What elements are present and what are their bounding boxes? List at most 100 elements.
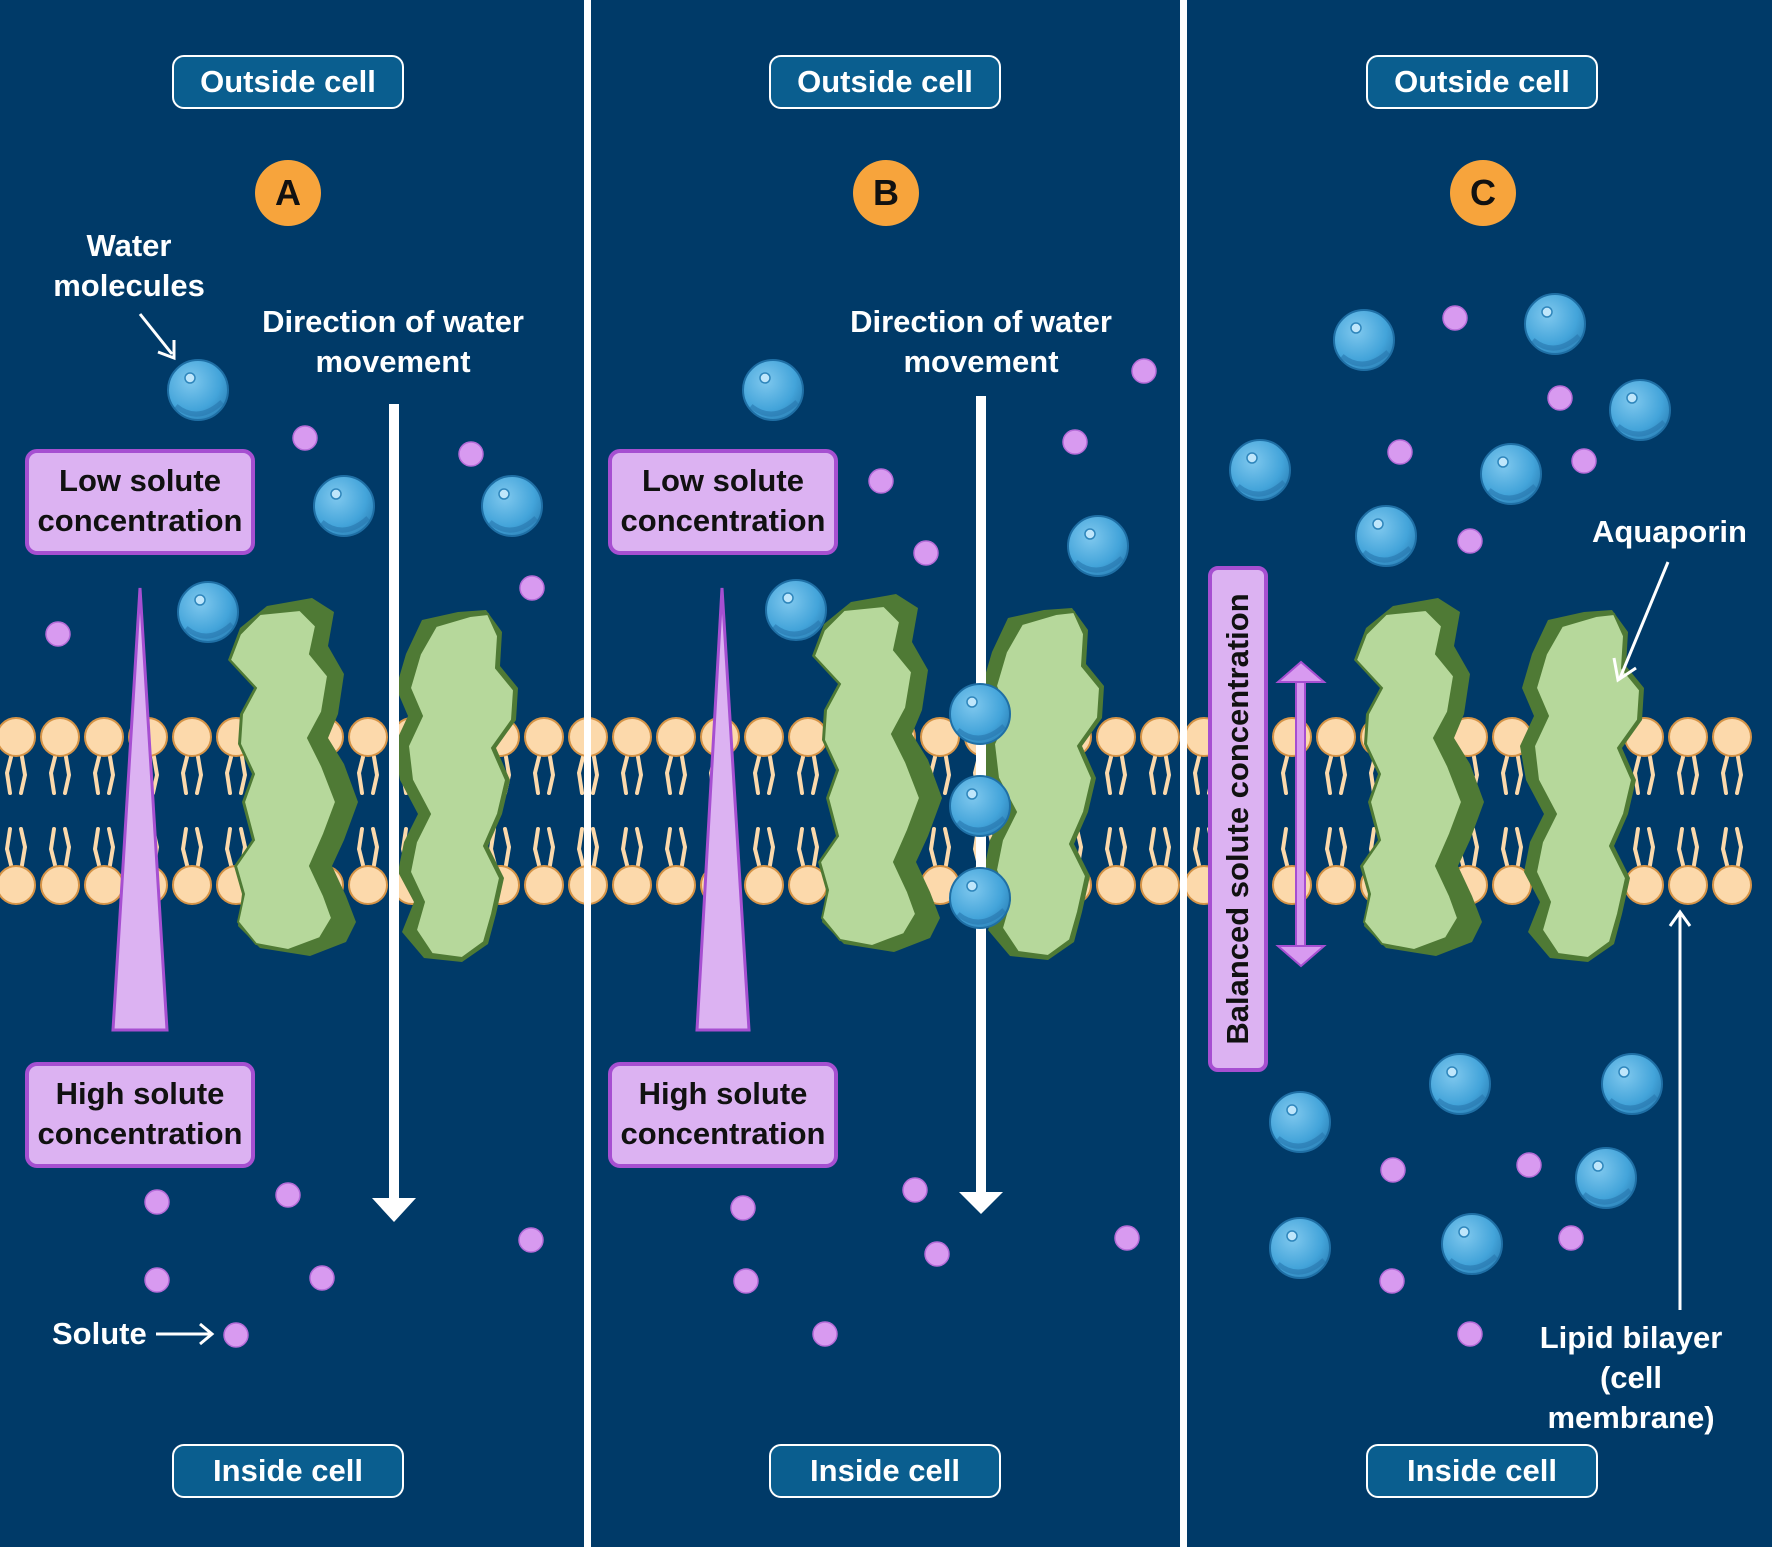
panel-badge-a: A: [255, 160, 321, 226]
solute-molecule: [1380, 1157, 1406, 1183]
lipid-head-top: [523, 716, 565, 795]
lipid-head-top: [1139, 716, 1181, 795]
lipid-head-bottom: [1095, 827, 1137, 906]
lipid-head-bottom: [83, 827, 125, 906]
concentration-gradient-b: [695, 587, 751, 1032]
solute-molecule: [1516, 1152, 1542, 1178]
aquaporin-label: Aquaporin: [1592, 514, 1747, 549]
outside-cell-label-a: Outside cell: [172, 55, 404, 109]
solute-molecule: [1114, 1225, 1140, 1251]
solute-molecule: [518, 1227, 544, 1253]
solute-molecule: [730, 1195, 756, 1221]
solute-molecule: [519, 575, 545, 601]
lipid-head-top: [347, 716, 389, 795]
lipid-head-top: [743, 716, 785, 795]
lipid-head-bottom: [347, 827, 389, 906]
solute-molecule: [275, 1182, 301, 1208]
water-molecule: [167, 359, 229, 421]
pointer-aquaporin: [1612, 561, 1670, 683]
pointer-water: [138, 313, 176, 361]
solute-molecule: [902, 1177, 928, 1203]
solute-label: Solute: [52, 1316, 147, 1351]
solute-molecule: [1442, 305, 1468, 331]
pointer-lipid-bilayer: [1668, 909, 1692, 1310]
solute-molecule: [868, 468, 894, 494]
solute-molecule: [144, 1267, 170, 1293]
lipid-head-bottom: [1139, 827, 1181, 906]
lipid-head-top: [0, 716, 37, 795]
solute-molecule: [924, 1241, 950, 1267]
water-molecules-label: Water molecules: [53, 228, 205, 303]
lipid-head-top: [787, 716, 829, 795]
solute-molecule: [144, 1189, 170, 1215]
outside-cell-label-b: Outside cell: [769, 55, 1001, 109]
lipid-head-top: [1667, 716, 1709, 795]
solute-molecule: [1062, 429, 1088, 455]
water-molecule: [949, 683, 1011, 745]
high-solute-box-a: High solute concentration: [25, 1062, 255, 1168]
solute-molecule: [1571, 448, 1597, 474]
water-molecule: [1355, 505, 1417, 567]
inside-cell-label-b: Inside cell: [769, 1444, 1001, 1498]
water-molecule: [177, 581, 239, 643]
balanced-double-arrow: [1275, 660, 1327, 968]
panel-badge-b: B: [853, 160, 919, 226]
molecules-layer: [45, 293, 1671, 1348]
solute-molecule: [1379, 1268, 1405, 1294]
lipid-head-top: [655, 716, 697, 795]
direction-arrow-a: [372, 404, 416, 1222]
water-molecule: [481, 475, 543, 537]
inside-cell-label-a: Inside cell: [172, 1444, 404, 1498]
lipid-head-top: [83, 716, 125, 795]
solute-molecule: [812, 1321, 838, 1347]
water-molecule: [1269, 1091, 1331, 1153]
low-solute-box-a: Low solute concentration: [25, 449, 255, 555]
water-molecule: [1067, 515, 1129, 577]
lipid-head-top: [611, 716, 653, 795]
panel-divider-ab: [584, 0, 591, 1547]
water-molecule: [742, 359, 804, 421]
solute-molecule: [1547, 385, 1573, 411]
lipid-head-bottom: [1711, 827, 1753, 906]
water-molecule: [1480, 443, 1542, 505]
lipid-head-bottom: [39, 827, 81, 906]
lipid-head-top: [1711, 716, 1753, 795]
water-molecule: [1441, 1213, 1503, 1275]
lipid-head-bottom: [1667, 827, 1709, 906]
solute-molecule: [733, 1268, 759, 1294]
lipid-head-bottom: [0, 827, 37, 906]
solute-molecule: [458, 441, 484, 467]
concentration-gradient-a: [111, 587, 169, 1032]
lipid-bilayer-label: Lipid bilayer (cell membrane): [1539, 1320, 1723, 1435]
direction-label-b: Direction of water movement: [850, 304, 1112, 379]
panel-divider-bc: [1180, 0, 1187, 1547]
water-molecule: [1575, 1147, 1637, 1209]
lipid-head-top: [1095, 716, 1137, 795]
solute-molecule: [913, 540, 939, 566]
water-molecule: [765, 579, 827, 641]
aquaporin-a: [227, 597, 519, 963]
direction-label-a: Direction of water movement: [262, 304, 524, 379]
lipid-head-bottom: [523, 827, 565, 906]
water-molecule: [1609, 379, 1671, 441]
water-molecule: [1333, 309, 1395, 371]
water-molecule: [949, 775, 1011, 837]
water-molecule: [1601, 1053, 1663, 1115]
lipid-head-bottom: [1315, 827, 1357, 906]
solute-molecule: [1131, 358, 1157, 384]
lipid-head-bottom: [171, 827, 213, 906]
solute-molecule: [223, 1322, 249, 1348]
water-molecule: [1429, 1053, 1491, 1115]
balanced-solute-label: Balanced solute concentration: [1220, 593, 1255, 1045]
lipid-head-bottom: [1623, 827, 1665, 906]
aquaporin-c: [1353, 597, 1645, 963]
pointer-solute: [156, 1322, 215, 1346]
lipid-head-top: [171, 716, 213, 795]
lipid-head-bottom: [655, 827, 697, 906]
water-molecule: [1229, 439, 1291, 501]
inside-cell-label-c: Inside cell: [1366, 1444, 1598, 1498]
solute-molecule: [1387, 439, 1413, 465]
solute-molecule: [292, 425, 318, 451]
